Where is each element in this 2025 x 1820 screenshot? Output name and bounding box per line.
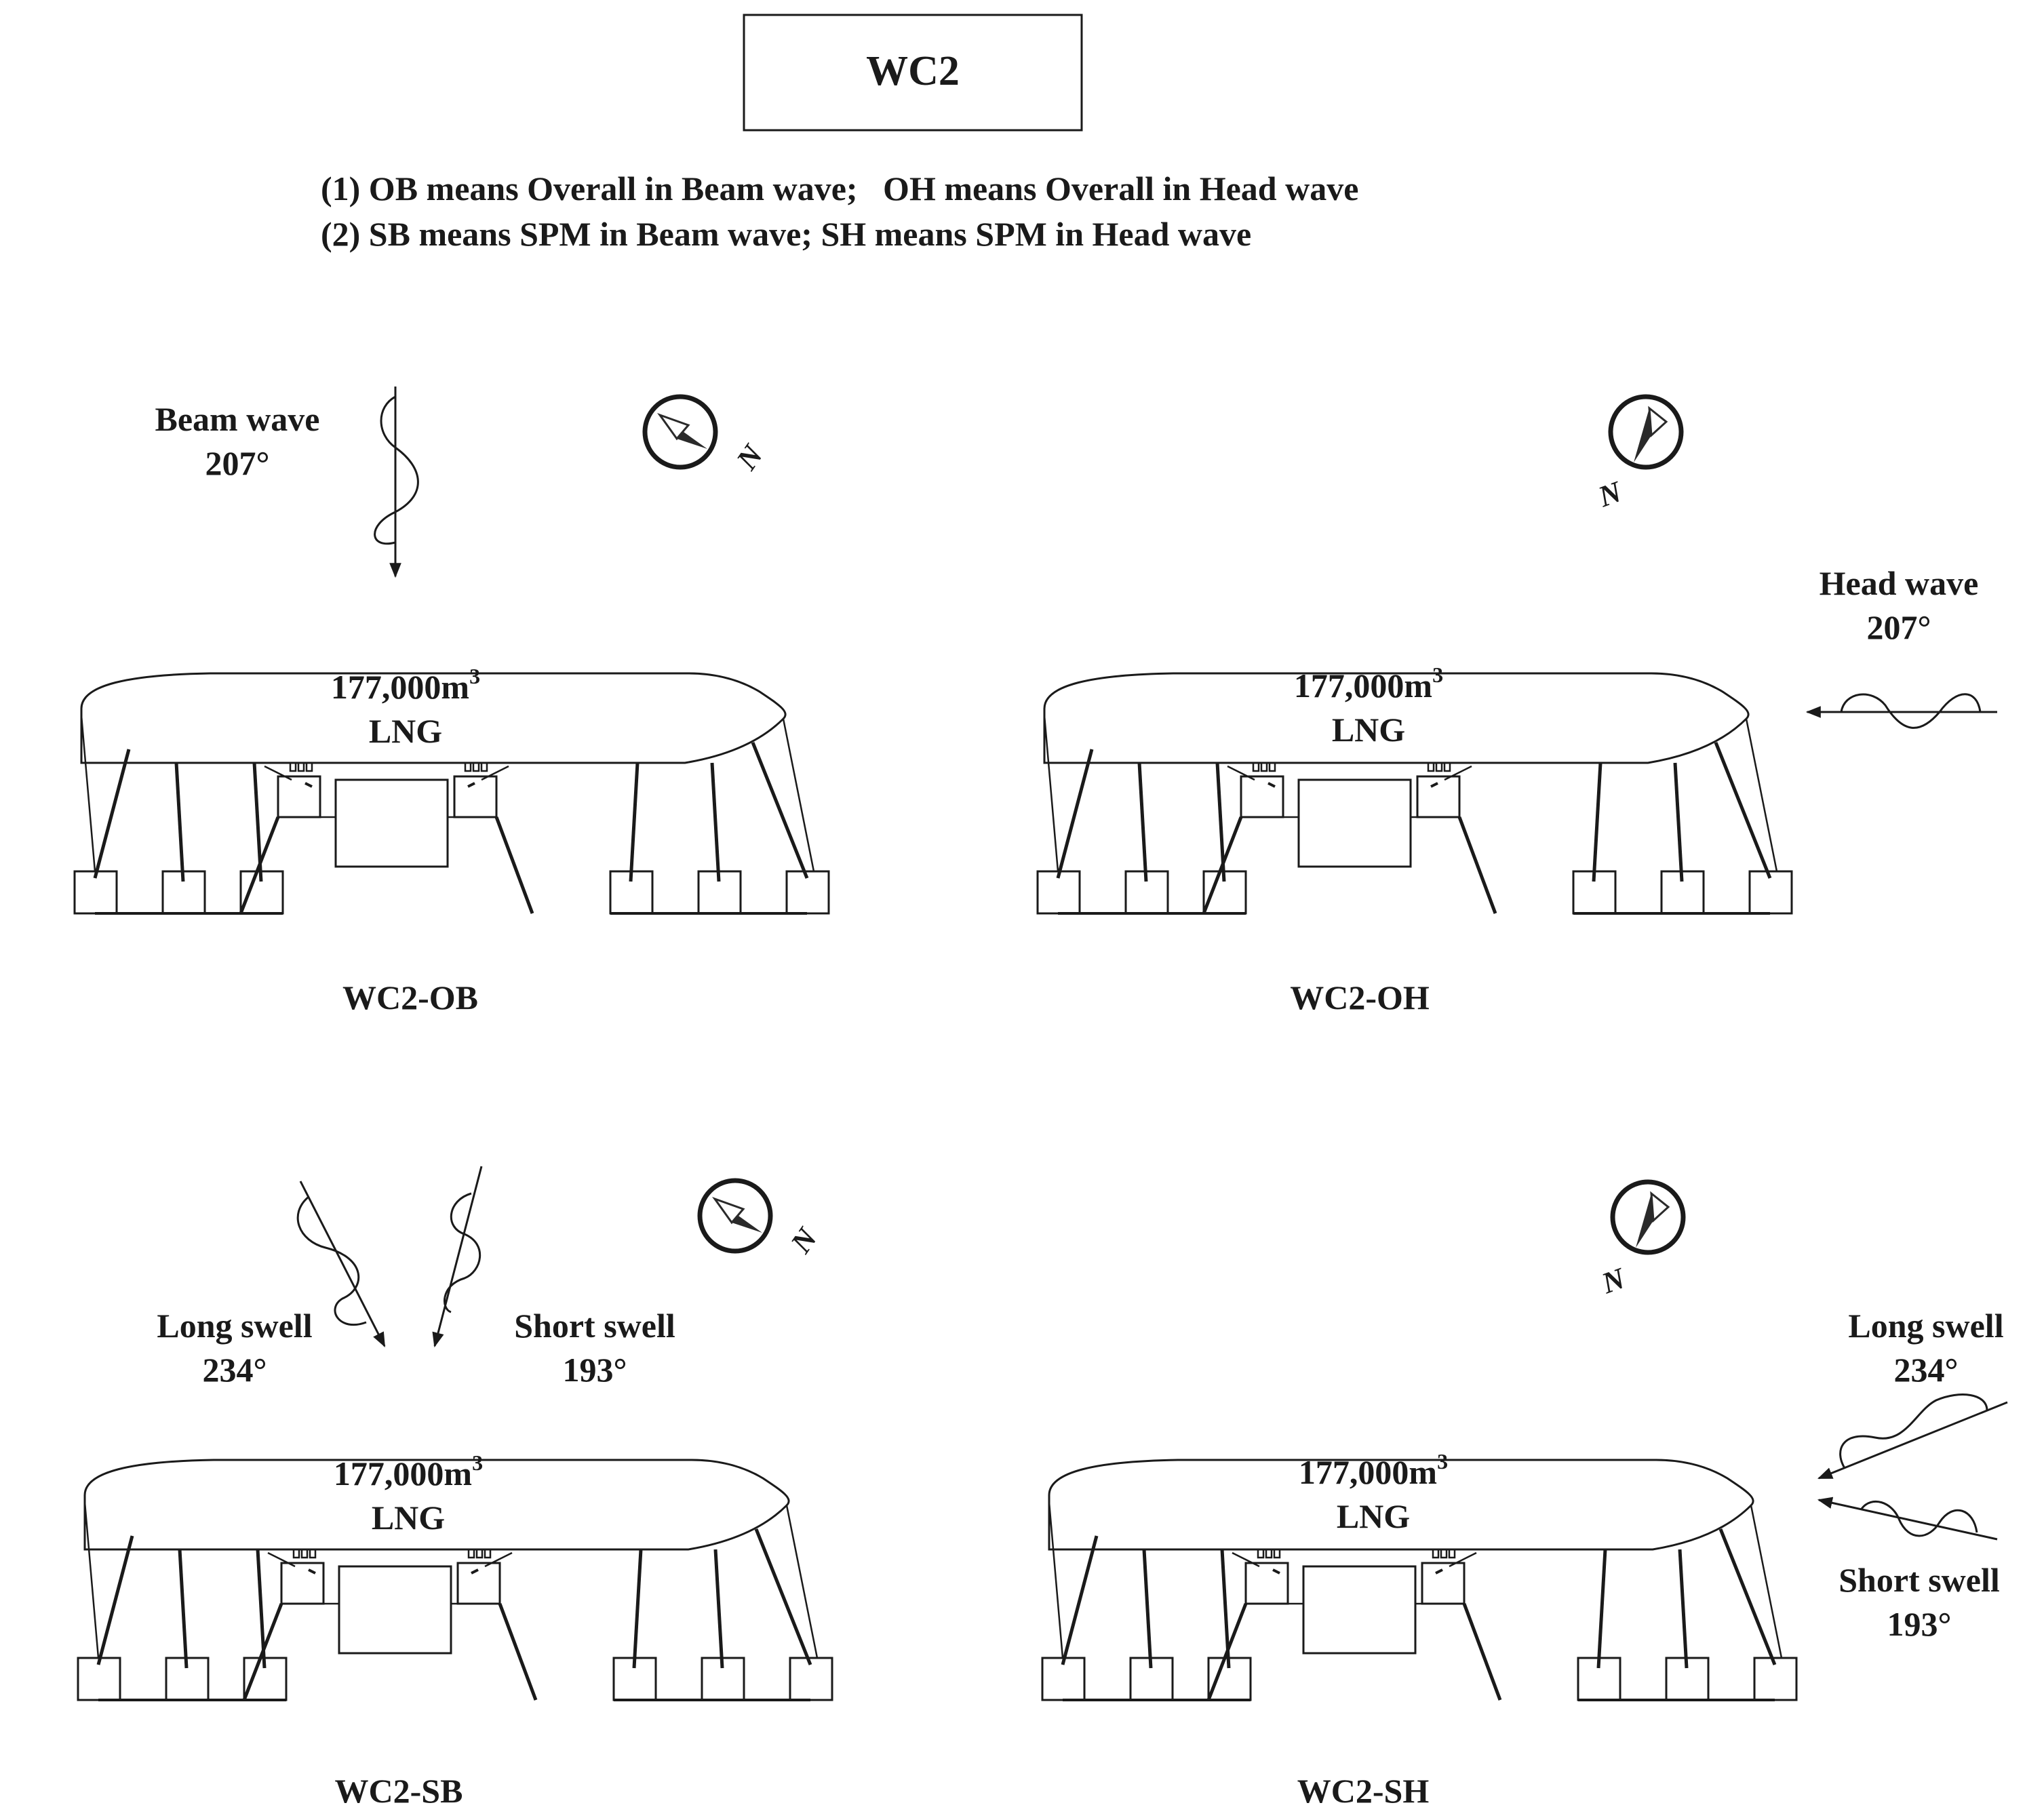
mooring-system [75, 673, 829, 913]
long-swell-arrow [1817, 1401, 2008, 1480]
wave-angle-long: 234° [1894, 1351, 1959, 1389]
panel-caption: WC2-SB [335, 1772, 463, 1810]
north-label: N [730, 438, 770, 477]
vessel-type: LNG [372, 1499, 445, 1537]
head-wave-curve [1840, 693, 1982, 729]
wave-label-long: Long swell [157, 1307, 312, 1345]
vessel-type: LNG [369, 712, 442, 750]
panel-oh: 177,000m3 LNG WC2-OH N Head wave 207° [1038, 397, 1997, 1016]
vessel-capacity: 177,000m3 [331, 664, 480, 706]
compass-icon [1611, 397, 1681, 467]
wave-angle-short: 193° [1887, 1605, 1952, 1643]
wave-angle-short: 193° [563, 1351, 627, 1389]
panel-sb: 177,000m3 LNG WC2-SB Long swell 234° Sho… [78, 1166, 832, 1810]
north-label: N [784, 1221, 825, 1260]
long-swell-arrow [299, 1181, 386, 1347]
wave-angle-long: 234° [203, 1351, 267, 1389]
long-swell-curve [1839, 1393, 1988, 1469]
north-label: N [1597, 1261, 1631, 1301]
wave-angle: 207° [1867, 608, 1931, 646]
page-title: WC2 [866, 48, 960, 94]
compass-icon [1613, 1182, 1683, 1252]
wave-label-short: Short swell [514, 1307, 675, 1345]
vessel-capacity: 177,000m3 [334, 1450, 483, 1492]
compass-icon [645, 397, 715, 467]
panel-caption: WC2-SH [1297, 1772, 1430, 1810]
panel-ob: 177,000m3 LNG WC2-OB Beam wave 207° N [75, 387, 829, 1016]
panel-sh: 177,000m3 LNG WC2-SH N Long swell 234° S… [1042, 1182, 2008, 1810]
panel-caption: WC2-OH [1290, 978, 1430, 1016]
short-swell-curve [443, 1192, 481, 1313]
wave-label: Head wave [1820, 564, 1979, 602]
wave-label-long: Long swell [1848, 1307, 2003, 1345]
title-box [743, 14, 1083, 132]
mooring-system [1042, 1460, 1796, 1700]
short-swell-arrow [1817, 1497, 1998, 1541]
vessel-type: LNG [1337, 1497, 1410, 1535]
vessel-capacity: 177,000m3 [1299, 1449, 1448, 1491]
wave-angle: 207° [205, 444, 270, 482]
beam-wave-curve [374, 395, 419, 545]
mooring-system [78, 1460, 832, 1700]
compass-icon [700, 1181, 770, 1251]
north-label: N [1594, 475, 1628, 514]
note-2: (2) SB means SPM in Beam wave; SH means … [321, 215, 1251, 253]
long-swell-curve [296, 1195, 367, 1326]
panel-caption: WC2-OB [342, 978, 478, 1016]
short-swell-arrow [432, 1166, 483, 1348]
note-1: (1) OB means Overall in Beam wave; OH me… [321, 170, 1358, 207]
short-swell-curve [1860, 1500, 1978, 1537]
vessel-capacity: 177,000m3 [1294, 662, 1443, 705]
mooring-system [1038, 673, 1792, 913]
wave-label: Beam wave [155, 400, 320, 438]
wave-label-short: Short swell [1839, 1561, 2000, 1599]
vessel-type: LNG [1332, 711, 1405, 749]
